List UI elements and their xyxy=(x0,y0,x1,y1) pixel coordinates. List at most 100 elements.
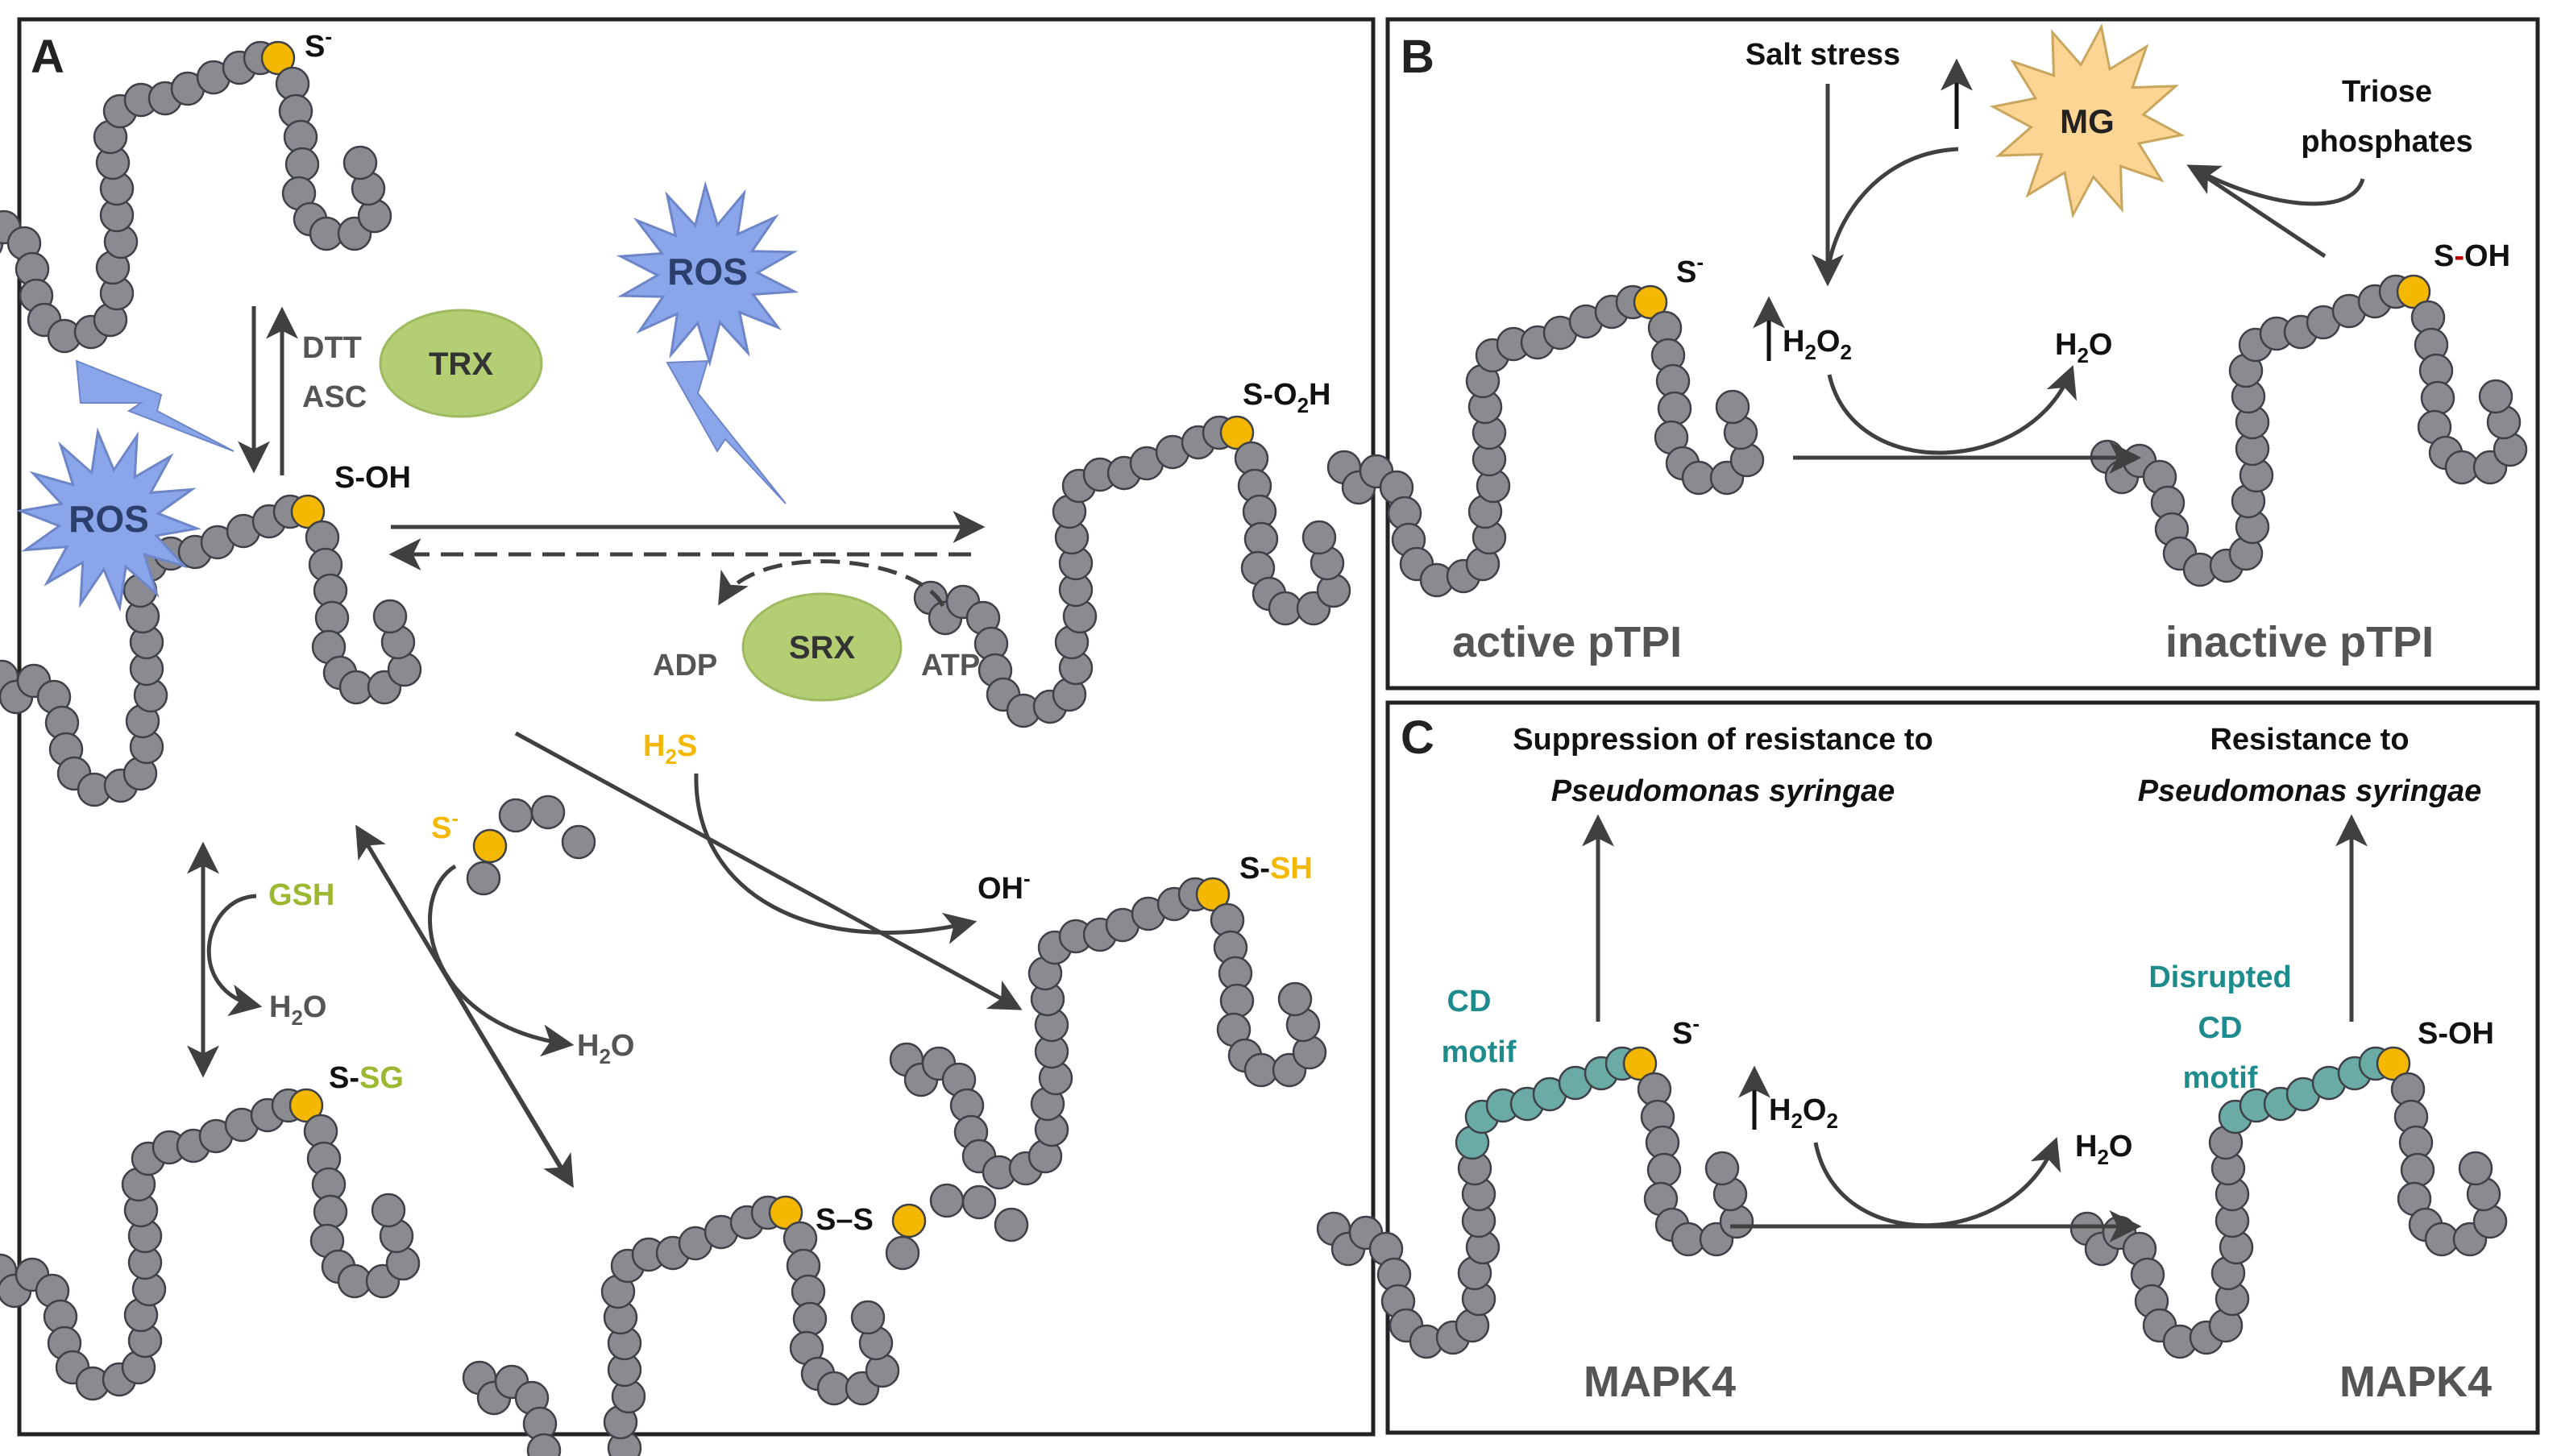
h2o2-label-c: H2O2 xyxy=(1769,1093,1838,1133)
ptpi-thiolate-label: S- xyxy=(1676,250,1704,289)
gsh-curved-arrow xyxy=(206,894,263,1017)
cd-motif-label-1: CD xyxy=(1447,985,1492,1018)
persulfidation-arrow xyxy=(514,731,1023,1010)
panel-a-frame xyxy=(17,17,1376,1437)
residue-bead xyxy=(498,798,533,833)
ptpi-sulfenic-label: S-OH xyxy=(2434,239,2510,273)
residue-bead xyxy=(1301,520,1337,555)
protein-disulfide-left xyxy=(462,1195,900,1456)
ptpi-active xyxy=(1326,284,1765,598)
mg-label: MG xyxy=(2060,102,2115,140)
disrupted-cd-label-2: CD xyxy=(2198,1011,2243,1045)
panel-c-frame xyxy=(1385,700,2540,1435)
cysteine-bead xyxy=(472,828,508,864)
mapk4-active xyxy=(1316,1046,1754,1359)
cysteine-bead xyxy=(891,1203,927,1238)
mapk4-left-label: MAPK4 xyxy=(1584,1358,1736,1406)
cysteine-bead xyxy=(1633,284,1668,320)
residue-bead xyxy=(342,145,378,180)
srx-curved-arrow xyxy=(718,559,945,608)
protein-gsh-conjugate xyxy=(0,1088,421,1401)
protein-persulfide xyxy=(889,877,1327,1190)
disrupted-cd-label-1: Disrupted xyxy=(2148,960,2291,994)
srx-label: SRX xyxy=(789,630,856,666)
trx-label: TRX xyxy=(429,346,493,382)
panel-b-frame xyxy=(1385,17,2540,691)
triose-curved-arrow xyxy=(2186,164,2365,206)
gsh-water-label: H2O xyxy=(269,990,326,1030)
residue-bead xyxy=(526,1433,562,1456)
disrupted-cd-label-3: motif xyxy=(2183,1061,2258,1095)
right-outcome-line-1: Resistance to xyxy=(2210,723,2409,757)
center-sulfenic-label: S-OH xyxy=(334,461,411,495)
residue-bead xyxy=(530,794,566,830)
disulfide-curved-arrow xyxy=(428,864,575,1057)
panel-a-letter: A xyxy=(31,31,64,83)
cysteine-bead xyxy=(290,494,326,529)
h2o-label-c: H2O xyxy=(2075,1130,2132,1169)
residue-bead xyxy=(1646,1152,1682,1188)
thiolate-reactant-label: S- xyxy=(431,806,459,845)
left-outcome-line-2: Pseudomonas syringae xyxy=(1551,774,1895,808)
residue-bead xyxy=(850,1300,886,1335)
active-ptpi-label: active pTPI xyxy=(1452,618,1682,666)
srx-oval xyxy=(741,592,903,702)
inactive-ptpi-label: inactive pTPI xyxy=(2165,618,2434,666)
inactive-to-mg-arrow xyxy=(2190,165,2327,259)
residue-bead xyxy=(314,600,350,636)
lightning-bolt-left xyxy=(75,359,235,452)
ros-left-label: ROS xyxy=(68,498,149,540)
cysteine-bead xyxy=(260,40,296,76)
cysteine-bead xyxy=(288,1088,324,1123)
cysteine-bead xyxy=(768,1195,803,1230)
residue-bead xyxy=(792,1301,828,1337)
thiolate-peptide xyxy=(466,794,596,896)
residue-bead xyxy=(372,599,408,634)
mapk4-right-label: MAPK4 xyxy=(2339,1358,2492,1406)
glutathionylated-label: S-SG xyxy=(329,1061,404,1095)
residue-bead xyxy=(2420,380,2455,416)
residue-bead xyxy=(994,1207,1029,1242)
dtt-label: DTT xyxy=(302,331,362,365)
gsh-label: GSH xyxy=(268,878,334,912)
residue-bead xyxy=(1657,391,1692,426)
cysteine-bead xyxy=(1622,1046,1658,1081)
sulfinic-label: S-O2H xyxy=(1243,378,1330,417)
residue-bead xyxy=(929,1183,965,1218)
disulfide-bond-label: S–S xyxy=(816,1203,874,1237)
h2o-label-b: H2O xyxy=(2055,328,2112,367)
residue-bead xyxy=(2458,1151,2493,1186)
residue-bead xyxy=(1715,389,1750,425)
residue-bead xyxy=(313,1194,348,1230)
mapk4-inactive xyxy=(2069,1046,2508,1359)
residue-bead xyxy=(284,147,320,182)
trx-oval xyxy=(379,309,543,418)
residue-bead xyxy=(961,1184,997,1220)
ros-top-label: ROS xyxy=(667,251,748,292)
h2o2-curved-arrow-b xyxy=(1827,365,2077,455)
salt-stress-label: Salt stress xyxy=(1745,38,1900,72)
protein-chains xyxy=(0,40,2528,1456)
residue-bead xyxy=(2478,379,2513,414)
ros-starburst-top xyxy=(616,180,799,367)
residue-bead xyxy=(1219,983,1255,1018)
triose-label-2: phosphates xyxy=(2301,125,2472,159)
mg-to-h2o2-curved-arrow xyxy=(1812,147,1959,287)
residue-bead xyxy=(466,861,501,896)
disulfide-arrow-down xyxy=(356,828,574,1188)
residue-bead xyxy=(1704,1151,1740,1186)
cd-motif-label-2: motif xyxy=(1442,1035,1517,1069)
residue-bead xyxy=(885,1235,920,1271)
right-outcome-line-2: Pseudomonas syringae xyxy=(2138,774,2482,808)
atp-label: ATP xyxy=(921,649,980,682)
panel-b-letter: B xyxy=(1401,31,1434,83)
hydroxide-label: OH- xyxy=(978,866,1031,906)
h2s-label: H2S xyxy=(643,729,697,769)
disulfide-water-label: H2O xyxy=(577,1029,634,1068)
residue-bead xyxy=(1243,521,1279,557)
mapk4-thiolate-label: S- xyxy=(1672,1011,1700,1051)
h2s-curved-arrow xyxy=(694,773,978,944)
lightning-bolt-top xyxy=(666,359,787,504)
h2o2-curved-arrow-c xyxy=(1813,1136,2061,1228)
